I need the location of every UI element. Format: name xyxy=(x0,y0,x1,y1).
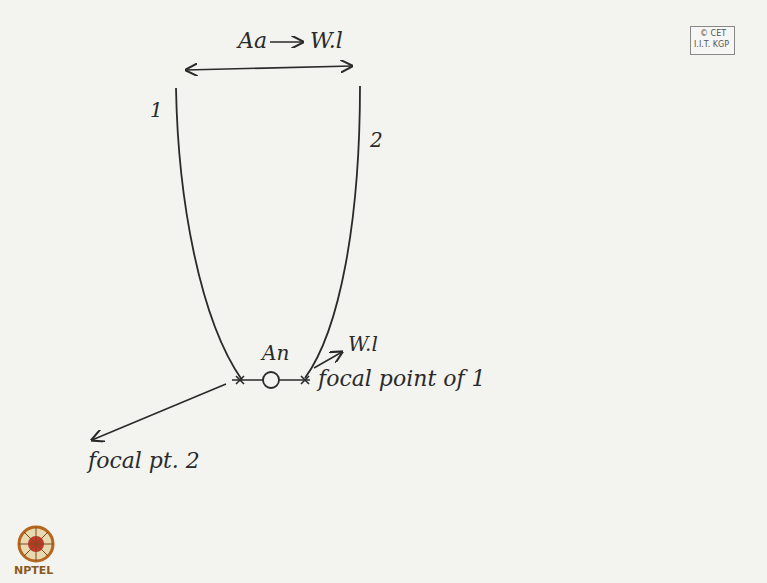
variable-label: W.l xyxy=(310,30,343,52)
aperture-arrow xyxy=(186,66,352,70)
annotation: focal pt. 2 xyxy=(88,450,200,472)
variable-label: An xyxy=(262,343,289,363)
focal-mark xyxy=(301,376,309,384)
leader-line xyxy=(92,384,226,440)
arrow xyxy=(270,41,303,43)
callout-number: 2 xyxy=(370,130,383,150)
variable-label: W.l xyxy=(348,334,378,354)
reflector-curve xyxy=(176,88,242,380)
arrow xyxy=(314,352,342,368)
watermark-text: I.I.T. KGP xyxy=(694,41,729,49)
annotation: focal point of 1 xyxy=(318,368,486,390)
watermark-text: © CET xyxy=(700,30,726,38)
variable-label: Aa xyxy=(238,30,267,52)
focal-mark xyxy=(236,376,244,384)
logo-text: NPTEL xyxy=(14,565,53,576)
receiver-circle xyxy=(263,372,279,388)
nptel-logo xyxy=(19,527,53,561)
callout-number: 1 xyxy=(150,100,163,120)
